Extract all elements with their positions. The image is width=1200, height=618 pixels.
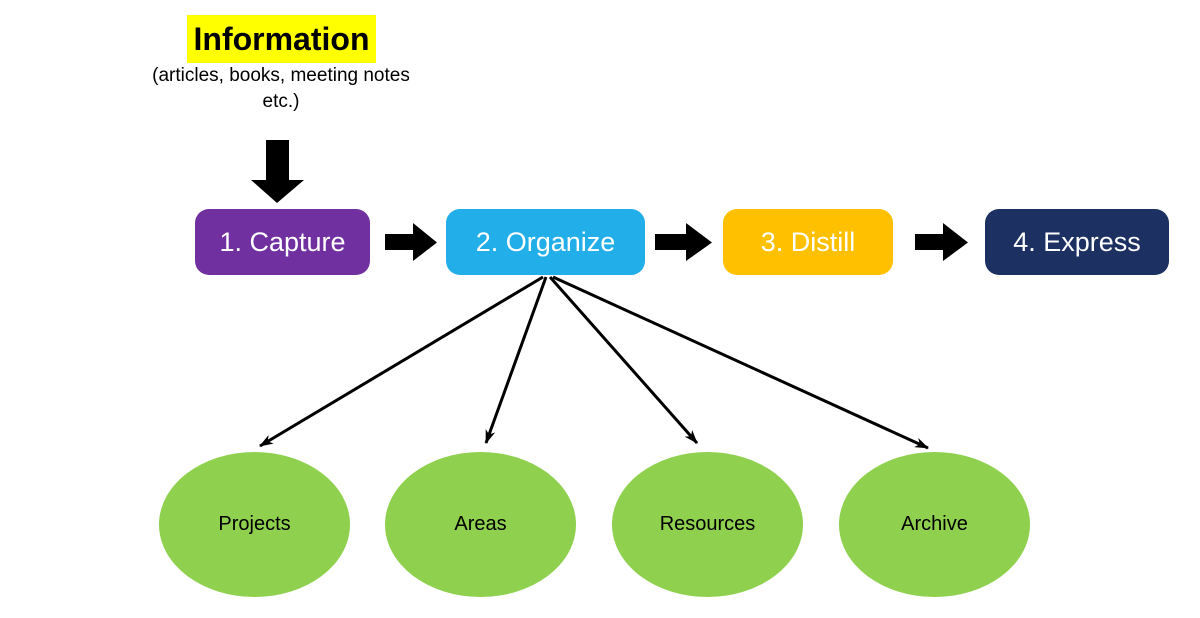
step-box-organize: 2. Organize: [446, 209, 645, 275]
connector-organize-to-areas: [484, 276, 548, 444]
connector-organize-to-projects: [259, 275, 544, 448]
category-ellipse-projects: Projects: [159, 452, 350, 597]
information-title: Information: [187, 15, 376, 63]
information-subtitle-line1: (articles, books, meeting notes: [152, 65, 410, 86]
step-box-express: 4. Express: [985, 209, 1169, 275]
category-ellipse-archive: Archive: [839, 452, 1030, 597]
step-box-distill: 3. Distill: [723, 209, 893, 275]
step-box-capture: 1. Capture: [195, 209, 370, 275]
category-ellipse-areas: Areas: [385, 452, 576, 597]
arrow-organize-to-distill-icon: [655, 223, 712, 261]
information-subtitle: (articles, books, meeting notes etc.): [111, 63, 451, 115]
category-ellipse-resources: Resources: [612, 452, 803, 597]
arrow-distill-to-express-icon: [915, 223, 968, 261]
arrow-capture-to-organize-icon: [385, 223, 437, 261]
down-arrow-icon: [251, 140, 304, 203]
connector-organize-to-resources: [548, 276, 699, 444]
connector-organize-to-archive: [552, 275, 929, 450]
information-subtitle-line2: etc.): [262, 91, 300, 112]
